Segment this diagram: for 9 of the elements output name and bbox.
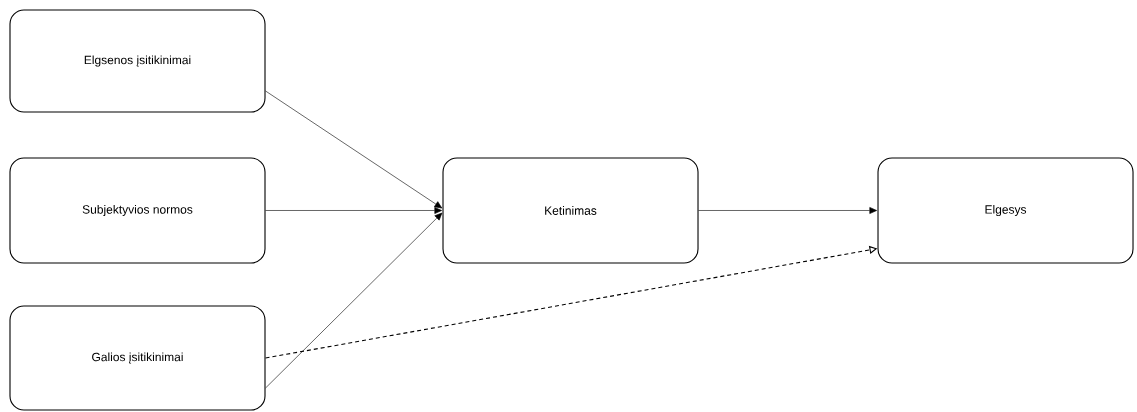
- arrow: [698, 207, 877, 214]
- process-box: Galios įsitikinimai: [9, 305, 266, 411]
- process-box: Ketinimas: [442, 157, 699, 264]
- process-box: Elgsenos įsitikinimai: [9, 9, 266, 113]
- arrow: [265, 212, 443, 389]
- arrow: [265, 207, 442, 214]
- process-box: Subjektyvios normos: [9, 157, 266, 264]
- arrow: [265, 90, 443, 209]
- process-box: Elgesys: [877, 157, 1134, 264]
